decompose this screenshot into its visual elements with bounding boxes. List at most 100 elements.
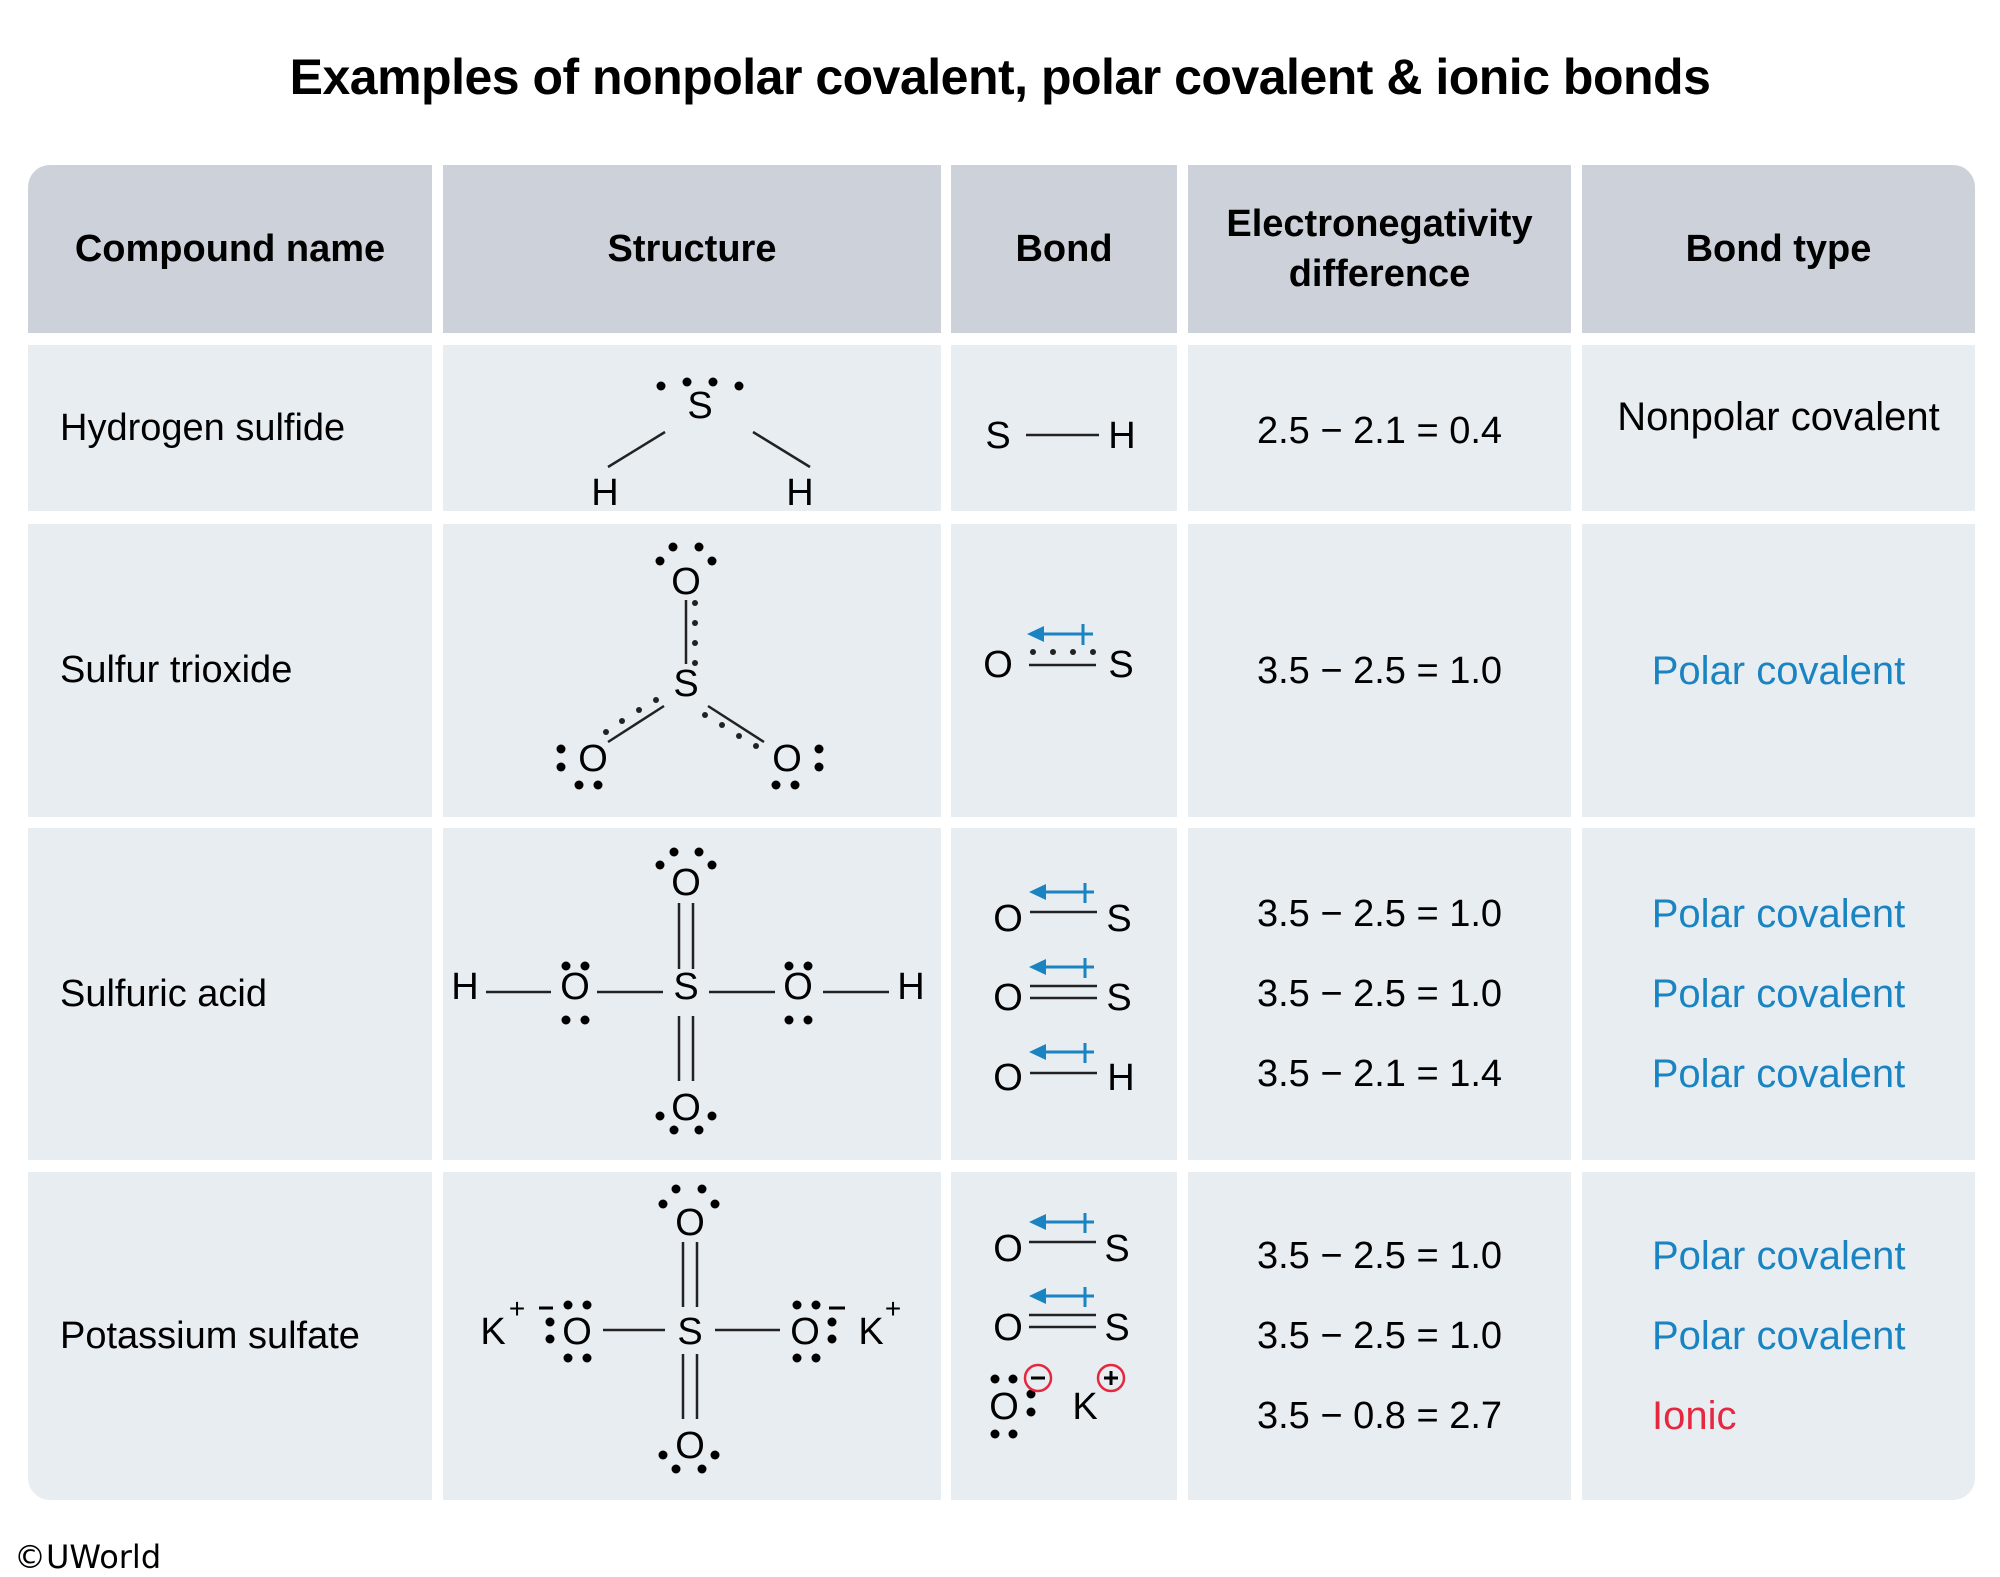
dipole-arrow-icon — [1029, 883, 1094, 903]
atom-label: S — [1106, 977, 1131, 1019]
header-en-line2: difference — [1288, 253, 1471, 295]
atom-label: S — [1104, 1307, 1129, 1349]
atom-label: H — [1107, 1057, 1134, 1099]
bond-type-polar: Polar covalent — [1651, 648, 1906, 693]
atom-s: S — [687, 385, 712, 427]
atom-label: S — [985, 415, 1010, 457]
atom-label: O — [993, 1307, 1023, 1349]
table-row-1-structure: S H H — [443, 345, 941, 511]
atom-label: S — [673, 663, 698, 705]
table-row-1-bond: S H — [951, 345, 1177, 511]
atom-label: S — [1108, 644, 1133, 686]
atom-label: O — [993, 1228, 1023, 1270]
en-difference: 3.5 − 2.5 = 1.0 — [1256, 649, 1503, 692]
atom-label: O — [562, 1311, 592, 1353]
header-bond-type: Bond type — [1582, 165, 1975, 333]
dipole-arrow-icon — [1029, 1043, 1094, 1063]
atom-label: O — [560, 966, 590, 1008]
compound-name: Hydrogen sulfide — [60, 406, 346, 449]
atom-label: K — [1072, 1386, 1097, 1428]
dipole-arrow-icon — [1029, 958, 1094, 978]
atom-label: O — [671, 561, 701, 603]
en-difference: 3.5 − 2.5 = 1.0 — [1256, 1235, 1503, 1277]
atom-label: O — [671, 1087, 701, 1129]
compound-name: Potassium sulfate — [60, 1314, 360, 1357]
en-difference: 3.5 − 2.5 = 1.0 — [1256, 893, 1503, 935]
negative-charge-icon — [1023, 1363, 1053, 1393]
dipole-arrow-icon — [1029, 1213, 1094, 1233]
positive-charge-icon — [1096, 1363, 1126, 1393]
table-row-2-bond: O S — [951, 524, 1177, 817]
bond-type-polar: Polar covalent — [1652, 1314, 1906, 1358]
table-row-4-en: 3.5 − 2.5 = 1.0 3.5 − 2.5 = 1.0 3.5 − 0.… — [1188, 1172, 1571, 1500]
bond-type-polar: Polar covalent — [1651, 1052, 1906, 1096]
en-difference: 3.5 − 2.1 = 1.4 — [1256, 1053, 1503, 1095]
atom-label: K — [480, 1311, 505, 1353]
table-row-4-compound: Potassium sulfate — [28, 1172, 432, 1500]
table-row-2-structure: O S O O — [443, 524, 941, 817]
header-bond-label: Bond — [1015, 228, 1113, 270]
s-h-bond-diagram: S H — [985, 415, 1135, 457]
atom-label: O — [783, 966, 813, 1008]
atom-label: + — [509, 1293, 525, 1324]
header-bond-type-label: Bond type — [1685, 228, 1872, 270]
en-difference: 3.5 − 2.5 = 1.0 — [1256, 973, 1503, 1015]
k2so4-bond-diagrams: O S O S O K — [989, 1213, 1130, 1439]
atom-label: H — [897, 966, 924, 1008]
atom-label: H — [451, 966, 478, 1008]
atom-label: O — [993, 977, 1023, 1019]
atom-h-right: H — [786, 472, 813, 511]
atom-label: + — [885, 1293, 901, 1324]
so3-lewis-structure: O S O O — [556, 542, 824, 790]
atom-label: O — [675, 1202, 705, 1244]
compound-name: Sulfur trioxide — [60, 649, 293, 691]
atom-label: O — [772, 738, 802, 780]
bond-type-polar: Polar covalent — [1651, 892, 1906, 936]
table-row-3-type: Polar covalent Polar covalent Polar cova… — [1582, 828, 1975, 1160]
atom-label: O — [993, 1057, 1023, 1099]
h2s-lewis-structure: S H H — [591, 377, 814, 511]
en-difference: 3.5 − 2.5 = 1.0 — [1256, 1315, 1503, 1357]
table-row-4-bond: O S O S O K — [951, 1172, 1177, 1500]
table-row-3-structure: O H O S O H O — [443, 828, 941, 1160]
table-row-1-compound: Hydrogen sulfide — [28, 345, 432, 511]
atom-label: O — [993, 898, 1023, 940]
header-en-difference: Electronegativity difference — [1188, 165, 1571, 333]
atom-label: O — [675, 1425, 705, 1467]
header-bond: Bond — [951, 165, 1177, 333]
bond-type-polar: Polar covalent — [1651, 972, 1906, 1016]
h2so4-lewis-structure: O H O S O H O — [451, 847, 925, 1135]
en-difference: 2.5 − 2.1 = 0.4 — [1256, 410, 1503, 452]
atom-label: O — [671, 862, 701, 904]
bond-type-polar: Polar covalent — [1652, 1234, 1906, 1278]
dipole-arrow-icon — [1029, 1287, 1094, 1307]
table-row-4-type: Polar covalent Polar covalent Ionic — [1582, 1172, 1975, 1500]
header-structure-label: Structure — [607, 228, 777, 270]
atom-label: O — [578, 738, 608, 780]
table-row-3-compound: Sulfuric acid — [28, 828, 432, 1160]
table-row-4-structure: O K + O S O K + O — [443, 1172, 941, 1500]
compound-name: Sulfuric acid — [60, 972, 267, 1015]
atom-label: K — [858, 1311, 883, 1353]
atom-label: S — [677, 1311, 702, 1353]
atom-label: S — [1106, 898, 1131, 940]
copyright-footer: ©UWorld — [14, 1538, 162, 1576]
atom-label: O — [790, 1311, 820, 1353]
header-compound-name: Compound name — [28, 165, 432, 333]
table-row-3-en: 3.5 − 2.5 = 1.0 3.5 − 2.5 = 1.0 3.5 − 2.… — [1188, 828, 1571, 1160]
header-structure: Structure — [443, 165, 941, 333]
table-row-1-en: 2.5 − 2.1 = 0.4 — [1188, 345, 1571, 511]
dipole-arrow-icon — [1027, 624, 1093, 645]
table-row-3-bond: O S O S O H — [951, 828, 1177, 1160]
table-row-2-type: Polar covalent — [1582, 524, 1975, 817]
h2so4-bond-diagrams: O S O S O H — [993, 883, 1135, 1099]
bond-type-nonpolar: Nonpolar covalent — [1617, 395, 1940, 439]
atom-h-left: H — [591, 472, 618, 511]
en-difference: 3.5 − 0.8 = 2.7 — [1256, 1395, 1503, 1437]
atom-label: O — [983, 644, 1013, 686]
table-row-1-type: Nonpolar covalent — [1582, 345, 1975, 511]
header-en-line1: Electronegativity — [1226, 203, 1533, 245]
header-compound-name-label: Compound name — [74, 228, 386, 270]
k2so4-lewis-structure: O K + O S O K + O — [480, 1184, 901, 1474]
table-row-2-en: 3.5 − 2.5 = 1.0 — [1188, 524, 1571, 817]
